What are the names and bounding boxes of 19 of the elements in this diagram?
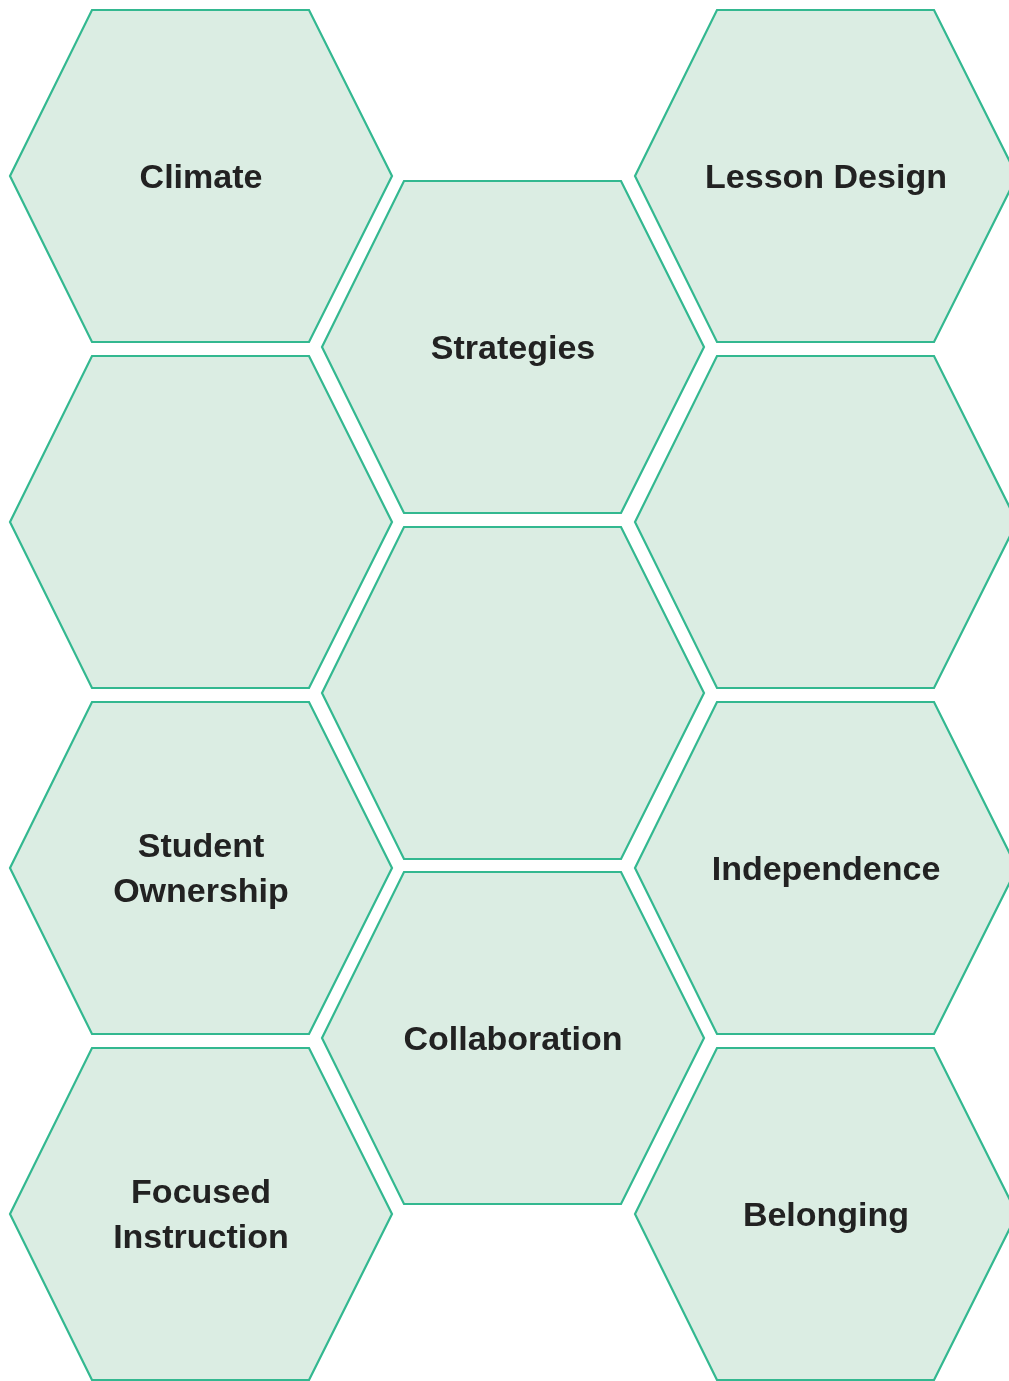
hexagon [634,9,1009,343]
hexagon [321,180,705,514]
hexagon-label: Belonging [742,1193,910,1235]
hexagon [321,526,705,860]
hexagon-label: Strategies [430,326,596,368]
hexagon [634,701,1009,1035]
hexagon-label: Independence [711,847,941,889]
hexagon [321,871,705,1205]
hexagon [9,701,393,1035]
hexagon-label: Climate [139,155,263,197]
hexagon [9,9,393,343]
hexagon-label: Lesson Design [705,155,947,197]
hexagon [9,355,393,689]
hexagon [634,355,1009,689]
hexagon-label: Focused Instruction [112,1171,290,1257]
hexagon [9,1047,393,1381]
hexagon-label: Collaboration [403,1017,623,1059]
hexagon [634,1047,1009,1381]
hexagon-label: Student Ownership [112,825,290,911]
